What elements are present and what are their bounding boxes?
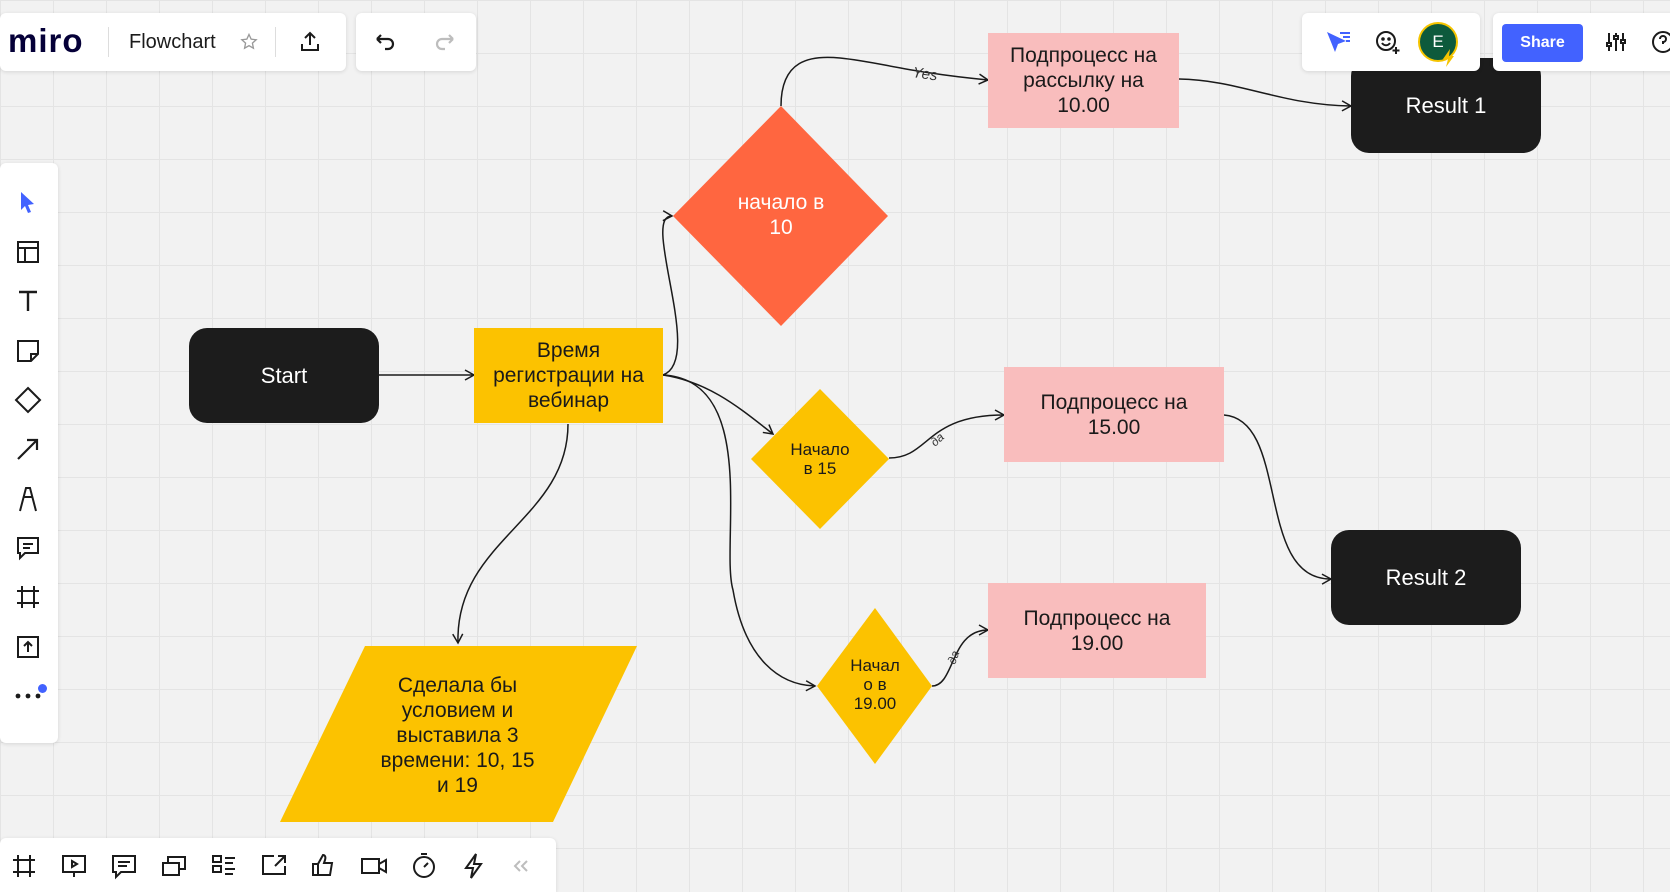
decision19-line-2: о в bbox=[863, 674, 887, 694]
decision10-label: начало в 10 bbox=[710, 185, 852, 245]
share-screen-icon[interactable] bbox=[256, 848, 292, 884]
upload-icon[interactable] bbox=[10, 629, 46, 665]
decision15-line-2: в 15 bbox=[803, 459, 837, 478]
connector-sub10-result1[interactable] bbox=[1178, 78, 1353, 112]
avatar-initial: E bbox=[1432, 32, 1444, 51]
cursor-filter-icon[interactable] bbox=[1322, 27, 1354, 57]
share-button[interactable]: Share bbox=[1502, 24, 1583, 62]
decision19-line-3: 19.00 bbox=[853, 693, 897, 713]
presentation-icon[interactable] bbox=[56, 848, 92, 884]
bottom-toolbar bbox=[0, 838, 556, 892]
header-panel: miro Flowchart bbox=[0, 13, 346, 71]
registration-line-3: вебинар bbox=[527, 389, 610, 412]
avatar[interactable]: E bbox=[1418, 22, 1458, 62]
undo-redo-panel bbox=[356, 13, 476, 71]
sub19-line-2: 19.00 bbox=[1070, 631, 1124, 655]
subprocess-10[interactable]: Подпроцесс на рассылку на 10.00 bbox=[988, 33, 1179, 128]
sub19-line-1: Подпроцесс на bbox=[1023, 606, 1171, 630]
note-line-2: условием и bbox=[401, 698, 514, 722]
result1-label: Result 1 bbox=[1405, 92, 1487, 118]
notification-dot bbox=[38, 684, 47, 693]
note-line-5: и 19 bbox=[437, 773, 478, 797]
connector-sub15-result2[interactable] bbox=[1223, 414, 1333, 585]
frame-icon[interactable] bbox=[10, 579, 46, 615]
comment-icon[interactable] bbox=[10, 530, 46, 566]
connector-registration-decision15[interactable] bbox=[662, 374, 775, 435]
result1-terminal[interactable]: Result 1 bbox=[1351, 58, 1541, 153]
help-icon[interactable] bbox=[1648, 27, 1670, 57]
sub15-line-2: 15.00 bbox=[1087, 415, 1141, 439]
decision15-line-1: Начало bbox=[790, 440, 850, 459]
subprocess-19[interactable]: Подпроцесс на 19.00 bbox=[988, 583, 1206, 678]
note-line-4: времени: 10, 15 bbox=[380, 748, 535, 772]
connector-registration-decision19[interactable] bbox=[662, 374, 817, 692]
timer-icon[interactable] bbox=[406, 848, 442, 884]
connector-icon[interactable] bbox=[10, 431, 46, 467]
video-icon[interactable] bbox=[356, 848, 392, 884]
result2-label: Result 2 bbox=[1385, 564, 1467, 590]
export-icon[interactable] bbox=[295, 27, 325, 57]
kanban-icon[interactable] bbox=[206, 848, 242, 884]
lightning-badge-icon bbox=[1442, 49, 1456, 72]
collapse-icon[interactable] bbox=[506, 852, 536, 880]
decision19-label: Начал о в 19.00 bbox=[830, 652, 920, 716]
edge-label-da-15: да bbox=[928, 430, 947, 450]
note-parallelogram[interactable] bbox=[280, 646, 637, 822]
cards-icon[interactable] bbox=[156, 848, 192, 884]
frames-icon[interactable] bbox=[6, 848, 42, 884]
note-label: Сделала бы условием и выставила 3 времен… bbox=[360, 665, 555, 805]
settings-sliders-icon[interactable] bbox=[1601, 27, 1631, 57]
undo-icon[interactable] bbox=[370, 27, 400, 57]
note-line-1: Сделала бы bbox=[397, 673, 518, 697]
decision-start-10[interactable] bbox=[673, 106, 888, 326]
sub10-line-2: рассылку на bbox=[1023, 69, 1144, 92]
reaction-add-icon[interactable] bbox=[1372, 27, 1404, 57]
decision-start-15[interactable] bbox=[751, 389, 889, 529]
left-toolbar bbox=[0, 163, 58, 743]
decision10-line-1: начало в bbox=[737, 191, 825, 214]
templates-icon[interactable] bbox=[10, 234, 46, 270]
start-terminal[interactable]: Start bbox=[189, 328, 379, 423]
edge-label-da-19: да bbox=[945, 648, 963, 666]
connector-registration-note[interactable] bbox=[452, 423, 569, 645]
start-label: Start bbox=[260, 362, 308, 388]
lightning-icon[interactable] bbox=[456, 848, 492, 884]
board-title[interactable]: Flowchart bbox=[129, 31, 216, 53]
registration-process[interactable]: Время регистрации на вебинар bbox=[474, 328, 663, 423]
cursor-icon[interactable] bbox=[10, 185, 46, 221]
miro-logo[interactable]: miro bbox=[8, 22, 84, 59]
sub10-line-1: Подпроцесс на bbox=[1010, 44, 1157, 67]
note-line-3: выставила 3 bbox=[396, 723, 519, 747]
redo-icon[interactable] bbox=[430, 27, 460, 57]
decision10-line-2: 10 bbox=[769, 216, 793, 239]
registration-line-2: регистрации на bbox=[493, 364, 644, 387]
edge-label-yes: Yes bbox=[911, 64, 939, 84]
subprocess-15[interactable]: Подпроцесс на 15.00 bbox=[1004, 367, 1224, 462]
text-icon[interactable] bbox=[10, 283, 46, 319]
shapes-icon[interactable] bbox=[10, 382, 46, 418]
connector-registration-decision10[interactable] bbox=[662, 210, 679, 376]
notes-icon[interactable] bbox=[106, 848, 142, 884]
pen-icon[interactable] bbox=[10, 481, 46, 517]
decision15-label: Начало в 15 bbox=[770, 438, 870, 480]
sub15-line-1: Подпроцесс на bbox=[1040, 390, 1188, 414]
decision19-line-1: Начал bbox=[850, 655, 900, 675]
share-panel: Share bbox=[1493, 13, 1670, 71]
collaboration-panel: E bbox=[1302, 13, 1480, 71]
voting-icon[interactable] bbox=[306, 848, 342, 884]
registration-line-1: Время bbox=[536, 339, 601, 362]
sub10-line-3: 10.00 bbox=[1057, 94, 1110, 117]
result2-terminal[interactable]: Result 2 bbox=[1331, 530, 1521, 625]
sticky-note-icon[interactable] bbox=[10, 333, 46, 369]
divider bbox=[275, 27, 276, 57]
connector-decision15-sub15[interactable] bbox=[888, 409, 1006, 459]
more-icon[interactable] bbox=[10, 678, 46, 714]
connector-decision10-sub10[interactable] bbox=[780, 56, 990, 107]
decision-start-19[interactable] bbox=[817, 608, 932, 764]
divider bbox=[108, 27, 109, 57]
connector-decision19-sub19[interactable] bbox=[931, 624, 990, 687]
star-icon[interactable] bbox=[236, 29, 262, 55]
